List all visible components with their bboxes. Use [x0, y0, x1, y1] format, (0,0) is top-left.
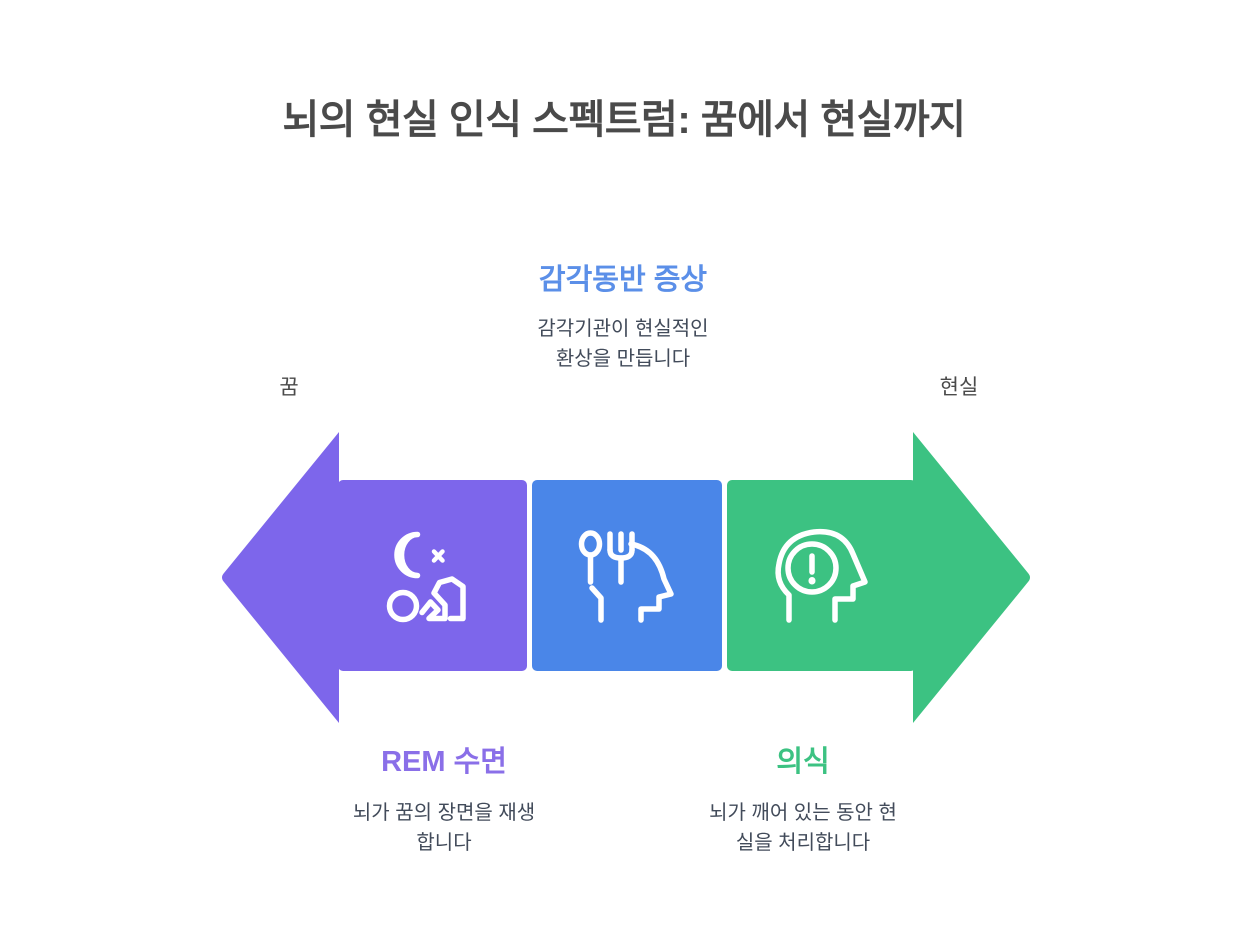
stage-description-consciousness-line1: 뇌가 깨어 있는 동안 현 [709, 802, 897, 825]
stage-description-sensory-line1: 감각기관이 현실적인 [537, 318, 709, 341]
stage-segment-rem-sleep[interactable] [338, 480, 528, 671]
stage-segment-row [338, 480, 916, 671]
stage-heading-rem-sleep: REM 수면 [381, 746, 507, 778]
axis-label-dream: 꿈 [279, 376, 299, 399]
stage-description-sensory-line2: 환상을 만듭니다 [555, 348, 691, 371]
stage-description-rem-sleep: 뇌가 꿈의 장면을 재생 합니다 [279, 798, 609, 858]
head-profile-exclamation-icon [765, 520, 877, 632]
stage-segment-consciousness[interactable] [726, 480, 916, 671]
spoon-fork-head-profile-icon [571, 520, 683, 632]
page-title: 뇌의 현실 인식 스펙트럼: 꿈에서 현실까지 [282, 98, 967, 142]
stage-heading-sensory: 감각동반 증상 [538, 264, 708, 296]
spectrum-arrow-band [220, 432, 1032, 723]
stage-heading-consciousness: 의식 [776, 746, 830, 778]
stage-description-rem-sleep-line2: 합니다 [416, 832, 472, 855]
stage-label-rem-sleep: REM 수면 뇌가 꿈의 장면을 재생 합니다 [279, 744, 609, 858]
arrow-left-icon [220, 432, 339, 723]
moon-star-sleeping-person-icon [377, 520, 489, 632]
stage-label-consciousness: 의식 뇌가 깨어 있는 동안 현 실을 처리합니다 [638, 744, 968, 858]
stage-segment-sensory[interactable] [532, 480, 722, 671]
axis-label-reality: 현실 [939, 376, 979, 399]
arrow-right-icon [913, 432, 1032, 723]
stage-label-sensory: 감각동반 증상 감각기관이 현실적인 환상을 만듭니다 [463, 262, 783, 374]
stage-description-consciousness: 뇌가 깨어 있는 동안 현 실을 처리합니다 [638, 798, 968, 858]
stage-description-consciousness-line2: 실을 처리합니다 [735, 832, 871, 855]
stage-description-sensory: 감각기관이 현실적인 환상을 만듭니다 [463, 314, 783, 374]
stage-description-rem-sleep-line1: 뇌가 꿈의 장면을 재생 [352, 802, 536, 825]
